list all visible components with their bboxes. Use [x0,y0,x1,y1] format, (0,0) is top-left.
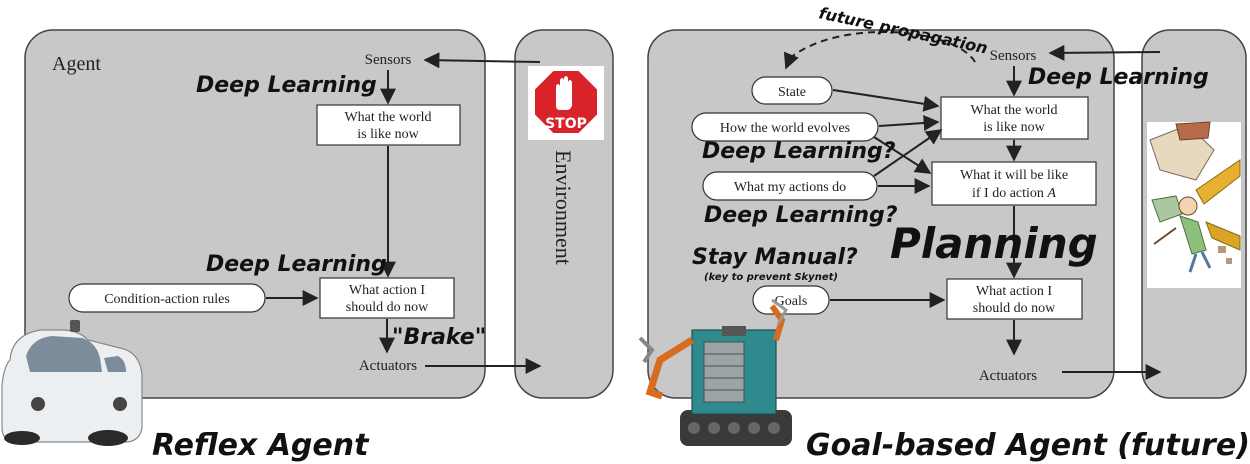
right-arrow-state-to-world [832,89,940,112]
stop-sign-image: STOP [528,66,604,140]
left-deep-learning-top: Deep Learning [196,73,377,98]
left-agent-label: Agent [52,53,101,75]
right-action-line1: What action I [976,284,1053,299]
right-deep-learning-q1: Deep Learning? [702,139,896,164]
left-rules-oval [68,283,266,313]
right-planning-label: Planning [890,219,1098,268]
right-actuators-label: Actuators [979,368,1037,384]
right-sensors-label: Sensors [990,48,1037,64]
left-brake-label: "Brake" [392,325,486,350]
left-action-box [319,277,455,319]
right-title: Goal-based Agent (future) [806,428,1250,463]
left-world-now-box [316,104,461,146]
left-title: Reflex Agent [152,428,370,463]
right-action-line2: should do now [973,301,1056,316]
right-will-be-box [931,161,1097,206]
right-stay-manual: Stay Manual? [692,245,858,270]
right-arrow-evolves-to-world [878,114,940,131]
right-state-oval [751,76,833,105]
right-arrow-actions-to-world [873,129,943,177]
right-deep-learning-top: Deep Learning [1028,65,1209,90]
left-rules-label: Condition-action rules [104,292,230,307]
left-environment-label: Environment [551,150,576,265]
left-action-line1: What action I [349,283,426,298]
right-will-be-line1: What it will be like [960,168,1068,183]
left-action-line2: should do now [346,300,429,315]
right-evolves-oval [691,112,879,142]
environment-illustration-image [1147,121,1241,288]
right-evolves-label: How the world evolves [720,121,850,136]
left-arrow-env-to-sensors [423,52,541,69]
right-state-label: State [778,85,806,100]
right-goals-label: Goals [775,294,808,309]
right-arrow-evolves-to-willbe [873,136,932,174]
left-sensors-label: Sensors [365,52,412,68]
right-arrow-env-to-sensors [1048,44,1161,61]
left-deep-learning-mid: Deep Learning [206,252,387,277]
right-skynet-note: (key to prevent Skynet) [704,272,838,283]
left-world-now-line1: What the world [344,110,431,125]
future-propagation-arrow [783,31,976,70]
robot-excavator-image [638,298,792,446]
left-world-now-line2: is like now [357,127,419,142]
right-action-box [946,278,1083,320]
right-world-now-line2: is like now [983,120,1045,135]
self-driving-car-image [1,320,143,446]
right-will-be-line2: if I do action A [972,186,1056,201]
right-deep-learning-q2: Deep Learning? [704,203,898,228]
left-actuators-label: Actuators [359,358,417,374]
right-world-now-box [940,96,1089,140]
right-actions-do-label: What my actions do [734,180,846,195]
right-world-now-line1: What the world [970,103,1057,118]
right-actions-do-oval [702,171,878,201]
stop-sign-text: STOP [545,116,587,132]
